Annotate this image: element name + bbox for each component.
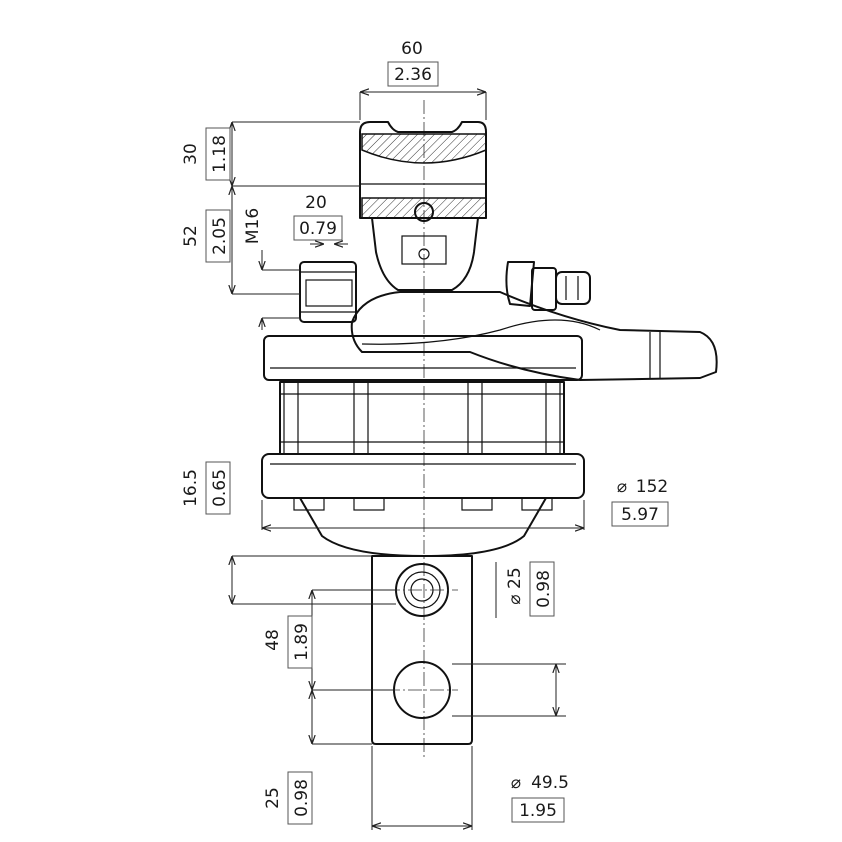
dim-hole-spacing-mm: 48 [263, 629, 283, 651]
dim-shaft-width-symbol: ⌀ [511, 773, 521, 793]
dim-top-width-inch: 2.36 [394, 65, 432, 85]
dim-upper-height-mm: 52 [181, 225, 201, 247]
dim-shaft-width-mm: 49.5 [531, 773, 569, 793]
dimension-lines [232, 92, 585, 830]
dim-body-diameter-inch: 5.97 [621, 505, 659, 525]
dim-shaft-width-inch: 1.95 [519, 801, 557, 821]
hydraulic-fitting-right [505, 261, 591, 311]
dim-offset-mm: 20 [305, 193, 327, 213]
rotator-arm [350, 291, 718, 381]
dim-hole-diameter-symbol: ⌀ [505, 594, 525, 604]
motor-housing [279, 381, 565, 455]
dim-hole-diameter-inch: 0.98 [534, 570, 554, 608]
dim-shaft-end-inch: 0.98 [292, 779, 312, 817]
lower-flange [261, 453, 585, 511]
dim-top-height-inch: 1.18 [210, 135, 230, 173]
dim-top-height-mm: 30 [181, 143, 201, 165]
dim-upper-height-inch: 2.05 [210, 217, 230, 255]
dim-hole-diameter-mm: 25 [505, 567, 525, 589]
dim-thread-label: M16 [243, 208, 263, 244]
svg-text:⌀ 25: ⌀ 25 [505, 567, 525, 604]
dim-hole-spacing-inch: 1.89 [292, 623, 312, 661]
top-link [359, 121, 487, 291]
dim-body-diameter-symbol: ⌀ [617, 477, 627, 497]
pin-hole-circle [414, 202, 434, 222]
dim-flange-height-inch: 0.65 [210, 469, 230, 507]
upper-flange [263, 335, 583, 381]
dim-body-diameter-mm: 152 [636, 477, 668, 497]
dim-offset-inch: 0.79 [299, 219, 337, 239]
lower-cone [299, 497, 547, 557]
dim-shaft-end-mm: 25 [263, 787, 283, 809]
hydraulic-fitting-left [299, 261, 357, 323]
dim-top-width-mm: 60 [401, 39, 423, 59]
dim-flange-height-mm: 16.5 [181, 469, 201, 507]
